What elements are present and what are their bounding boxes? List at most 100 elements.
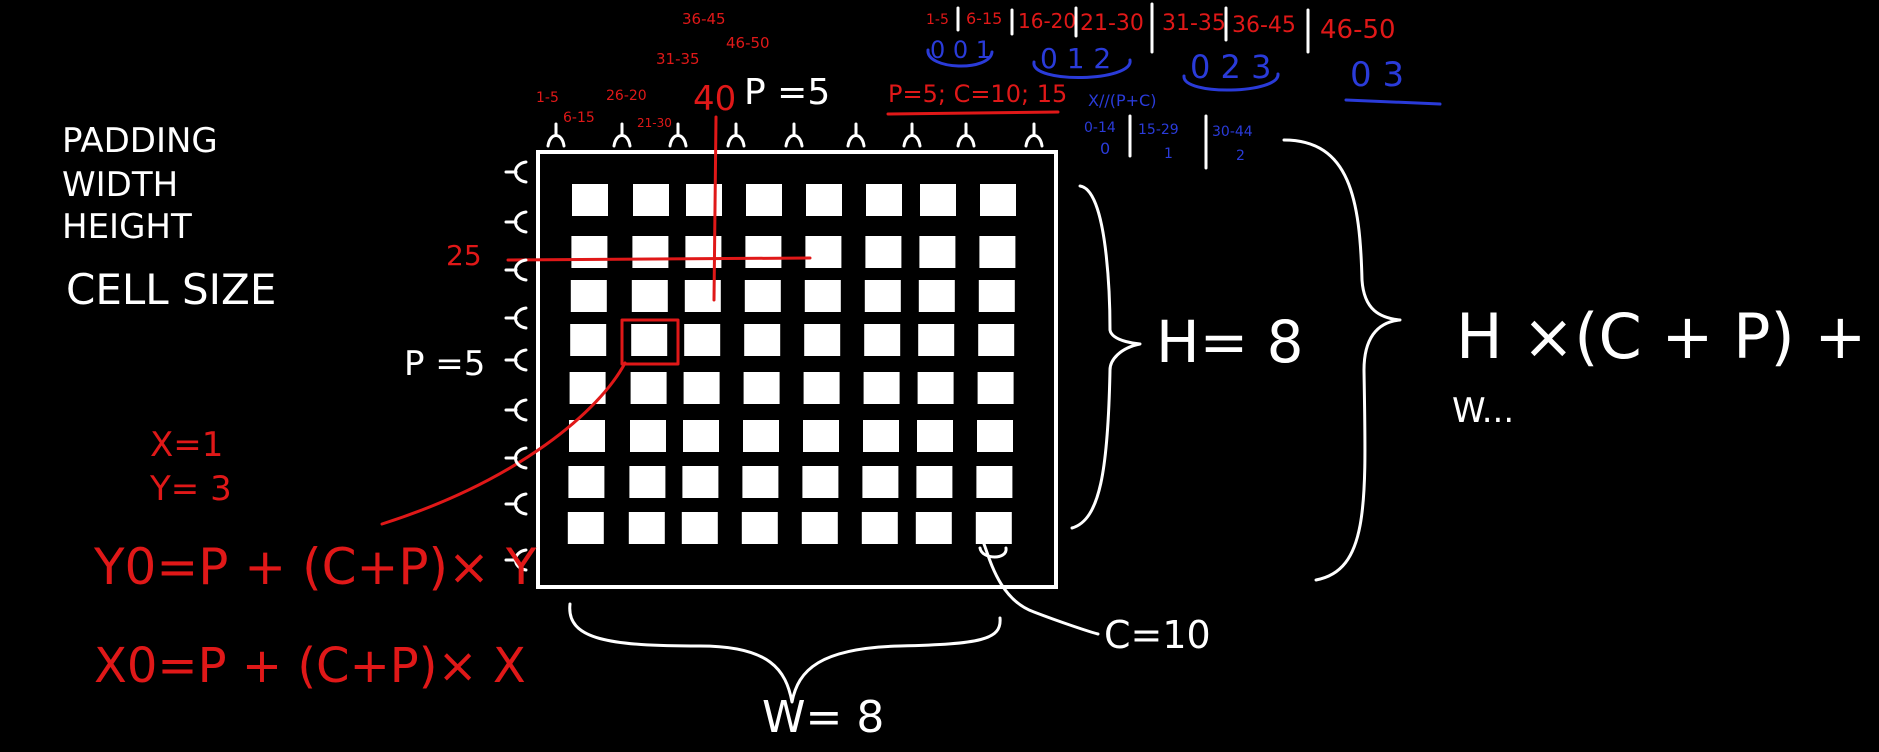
cell-40-label: 40 bbox=[693, 79, 736, 119]
top-tick bbox=[546, 122, 566, 148]
left-tick bbox=[504, 306, 528, 330]
grid-cell bbox=[863, 420, 899, 452]
top-ticks bbox=[546, 122, 1044, 148]
grid-cell bbox=[801, 512, 838, 544]
highlight-pointer-line bbox=[380, 361, 627, 526]
blue-group: 0 1 2 bbox=[1040, 42, 1111, 75]
grid-cell bbox=[864, 324, 901, 356]
range-label: 1-5 bbox=[536, 90, 559, 106]
grid-cell bbox=[741, 512, 778, 544]
left-tick bbox=[504, 548, 528, 572]
grid-cell bbox=[631, 324, 668, 356]
top-tick bbox=[1024, 122, 1044, 148]
top-tick bbox=[846, 122, 866, 148]
range-label: 21-30 bbox=[637, 116, 672, 130]
blue-bracket bbox=[1182, 72, 1280, 92]
grid-cell bbox=[976, 466, 1013, 498]
grid-cell bbox=[805, 236, 842, 268]
params-underline bbox=[886, 110, 1060, 116]
grid-cell bbox=[631, 280, 668, 312]
grid-cell bbox=[864, 280, 901, 312]
grid-cell bbox=[743, 372, 780, 404]
grid-cell bbox=[803, 372, 840, 404]
formula-label: H ×(C + P) + P bbox=[1456, 300, 1879, 373]
grid-cell bbox=[862, 466, 899, 498]
grid-cell bbox=[978, 324, 1015, 356]
width-label: W= 8 bbox=[762, 692, 884, 743]
blue-group: 0 3 bbox=[1350, 55, 1404, 95]
range-label: 1-5 bbox=[926, 12, 949, 28]
grid-cell bbox=[568, 466, 605, 498]
blue-ranges: 0-14 15-29 30-44 0 1 2 bbox=[1084, 114, 1253, 170]
grid-cell bbox=[979, 236, 1016, 268]
range-label: 26-20 bbox=[606, 88, 647, 104]
cell-size-pointer bbox=[982, 542, 1100, 636]
grid-cell bbox=[681, 512, 718, 544]
grid-cell bbox=[916, 466, 953, 498]
blue-range: 0-14 bbox=[1084, 120, 1116, 136]
y0-formula: Y0=P + (C+P)× Y bbox=[93, 538, 537, 596]
grid-cell bbox=[743, 420, 779, 452]
top-tick bbox=[612, 122, 632, 148]
left-tick bbox=[504, 348, 528, 372]
legend-width: WIDTH bbox=[62, 165, 178, 205]
blue-group: 0 0 1 bbox=[930, 36, 991, 64]
grid-cell bbox=[918, 324, 955, 356]
range-label: 21-30 bbox=[1080, 11, 1144, 36]
range-label: 6-15 bbox=[563, 110, 595, 126]
grid-cell bbox=[915, 512, 952, 544]
top-tick bbox=[726, 122, 746, 148]
grid-cell bbox=[918, 280, 955, 312]
legend-height: HEIGHT bbox=[62, 207, 192, 247]
range-label: 46-50 bbox=[726, 34, 770, 52]
grid-cell bbox=[629, 466, 666, 498]
grid-cell bbox=[978, 280, 1015, 312]
height-brace bbox=[1070, 184, 1142, 530]
grid-cell bbox=[980, 184, 1016, 216]
grid-cell bbox=[861, 512, 898, 544]
grid-cell bbox=[803, 420, 839, 452]
grid-cell bbox=[630, 372, 667, 404]
grid-cell bbox=[977, 372, 1014, 404]
left-tick bbox=[504, 398, 528, 422]
grid-cell bbox=[920, 184, 956, 216]
params-label: P=5; C=10; 15 bbox=[888, 80, 1067, 108]
grid-cell bbox=[683, 372, 720, 404]
x-value: X=1 bbox=[150, 425, 223, 465]
grid-cell bbox=[804, 280, 841, 312]
grid-cell bbox=[570, 324, 607, 356]
mark-40-vertical-line bbox=[712, 115, 718, 302]
grid-cell bbox=[975, 512, 1012, 544]
left-tick bbox=[504, 210, 528, 234]
left-tick bbox=[504, 492, 528, 516]
mark-25-horizontal-line bbox=[506, 256, 812, 262]
blue-range-dividers bbox=[1128, 114, 1208, 170]
highlight-cell-box bbox=[620, 318, 680, 366]
left-tick bbox=[504, 446, 528, 470]
grid-cell bbox=[683, 420, 719, 452]
range-label: 46-50 bbox=[1320, 15, 1396, 45]
grid-cell bbox=[744, 280, 781, 312]
top-red-ranges: 1-5 6-15 26-20 21-30 31-35 36-45 46-50 bbox=[536, 10, 770, 130]
padding-top-label: P =5 bbox=[744, 72, 830, 113]
width-brace bbox=[568, 602, 1002, 704]
x0-formula: X0=P + (C+P)× X bbox=[94, 638, 526, 694]
left-tick bbox=[504, 258, 528, 282]
top-tick bbox=[784, 122, 804, 148]
grid-cell bbox=[569, 420, 605, 452]
blue-value: 1 bbox=[1164, 146, 1173, 162]
top-tick bbox=[956, 122, 976, 148]
grid-cell bbox=[806, 184, 842, 216]
grid-cell bbox=[802, 466, 839, 498]
height-label: H= 8 bbox=[1156, 308, 1304, 376]
grid-cell bbox=[977, 420, 1013, 452]
grid-cell bbox=[684, 324, 721, 356]
blue-value: 0 bbox=[1100, 139, 1110, 158]
grid-cell bbox=[630, 420, 666, 452]
grid-cell bbox=[571, 236, 608, 268]
range-label: 36-45 bbox=[682, 10, 726, 28]
formula-brace bbox=[1282, 138, 1402, 582]
right-red-ranges: 1-5 6-15 16-20 21-30 31-35 36-45 46-50 bbox=[926, 2, 1396, 54]
range-label: 31-35 bbox=[1162, 11, 1226, 36]
grid-frame bbox=[536, 150, 1058, 589]
